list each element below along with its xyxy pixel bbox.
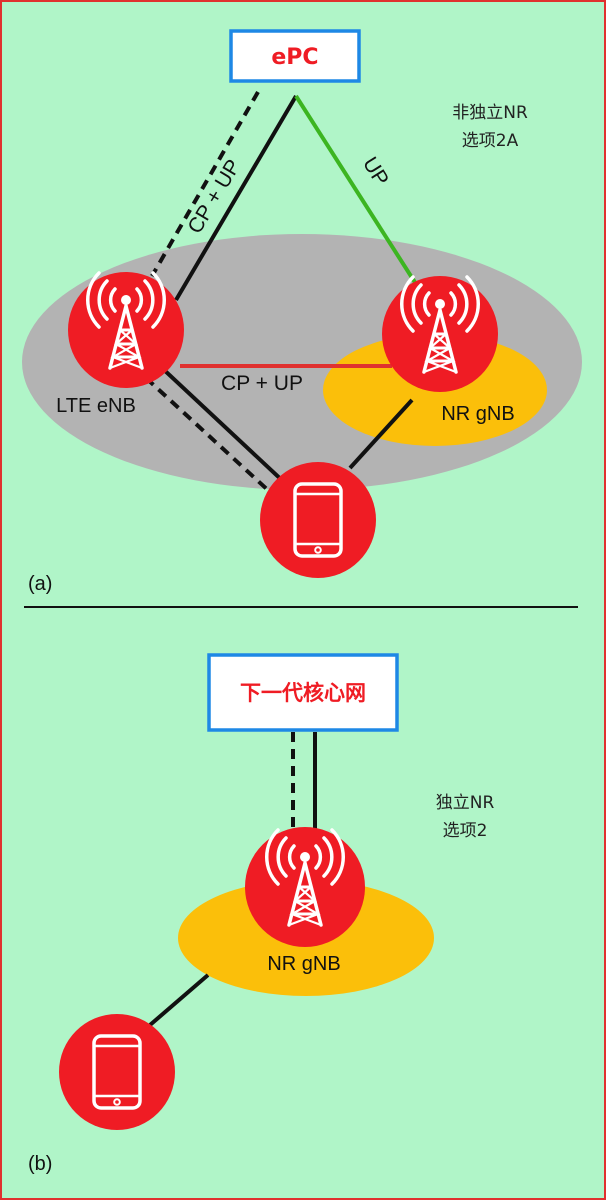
epc-box [229,29,361,83]
panel-b-caption: (b) [28,1153,52,1175]
link-enb-ue [160,366,288,486]
ue-node [59,1014,175,1130]
link-enb-gnb-label: CP + UP [221,372,303,395]
panel-a: ePC 非独立NR 选项2A CP + UP UP CP + UP LTE eN… [22,29,582,595]
link-core-enb-dashed [150,91,260,277]
epc-label: ePC [271,45,318,70]
enb-label: LTE eNB [56,395,136,417]
mode-line-1: 非独立NR [452,103,528,123]
link-enb-ue-dashed [144,376,272,494]
gnb-label: NR gNB [267,953,340,975]
panel-a-caption: (a) [28,573,52,595]
mode-line-2: 选项2 [443,821,488,841]
mode-line-2: 选项2A [462,131,519,151]
panel-b: 下一代核心网 独立NR 选项2 NR gNB (b) [28,653,495,1175]
link-core-gnb [294,94,418,286]
ngc-label: 下一代核心网 [240,681,366,705]
link-core-gnb-label: UP [358,153,393,190]
link-gnb-ue [148,973,210,1027]
mode-line-1: 独立NR [436,793,495,813]
ue-node [260,462,376,578]
link-gnb-ue [348,398,414,470]
ngc-box [207,653,399,732]
link-core-enb [174,94,298,302]
gnb-label: NR gNB [441,403,514,425]
